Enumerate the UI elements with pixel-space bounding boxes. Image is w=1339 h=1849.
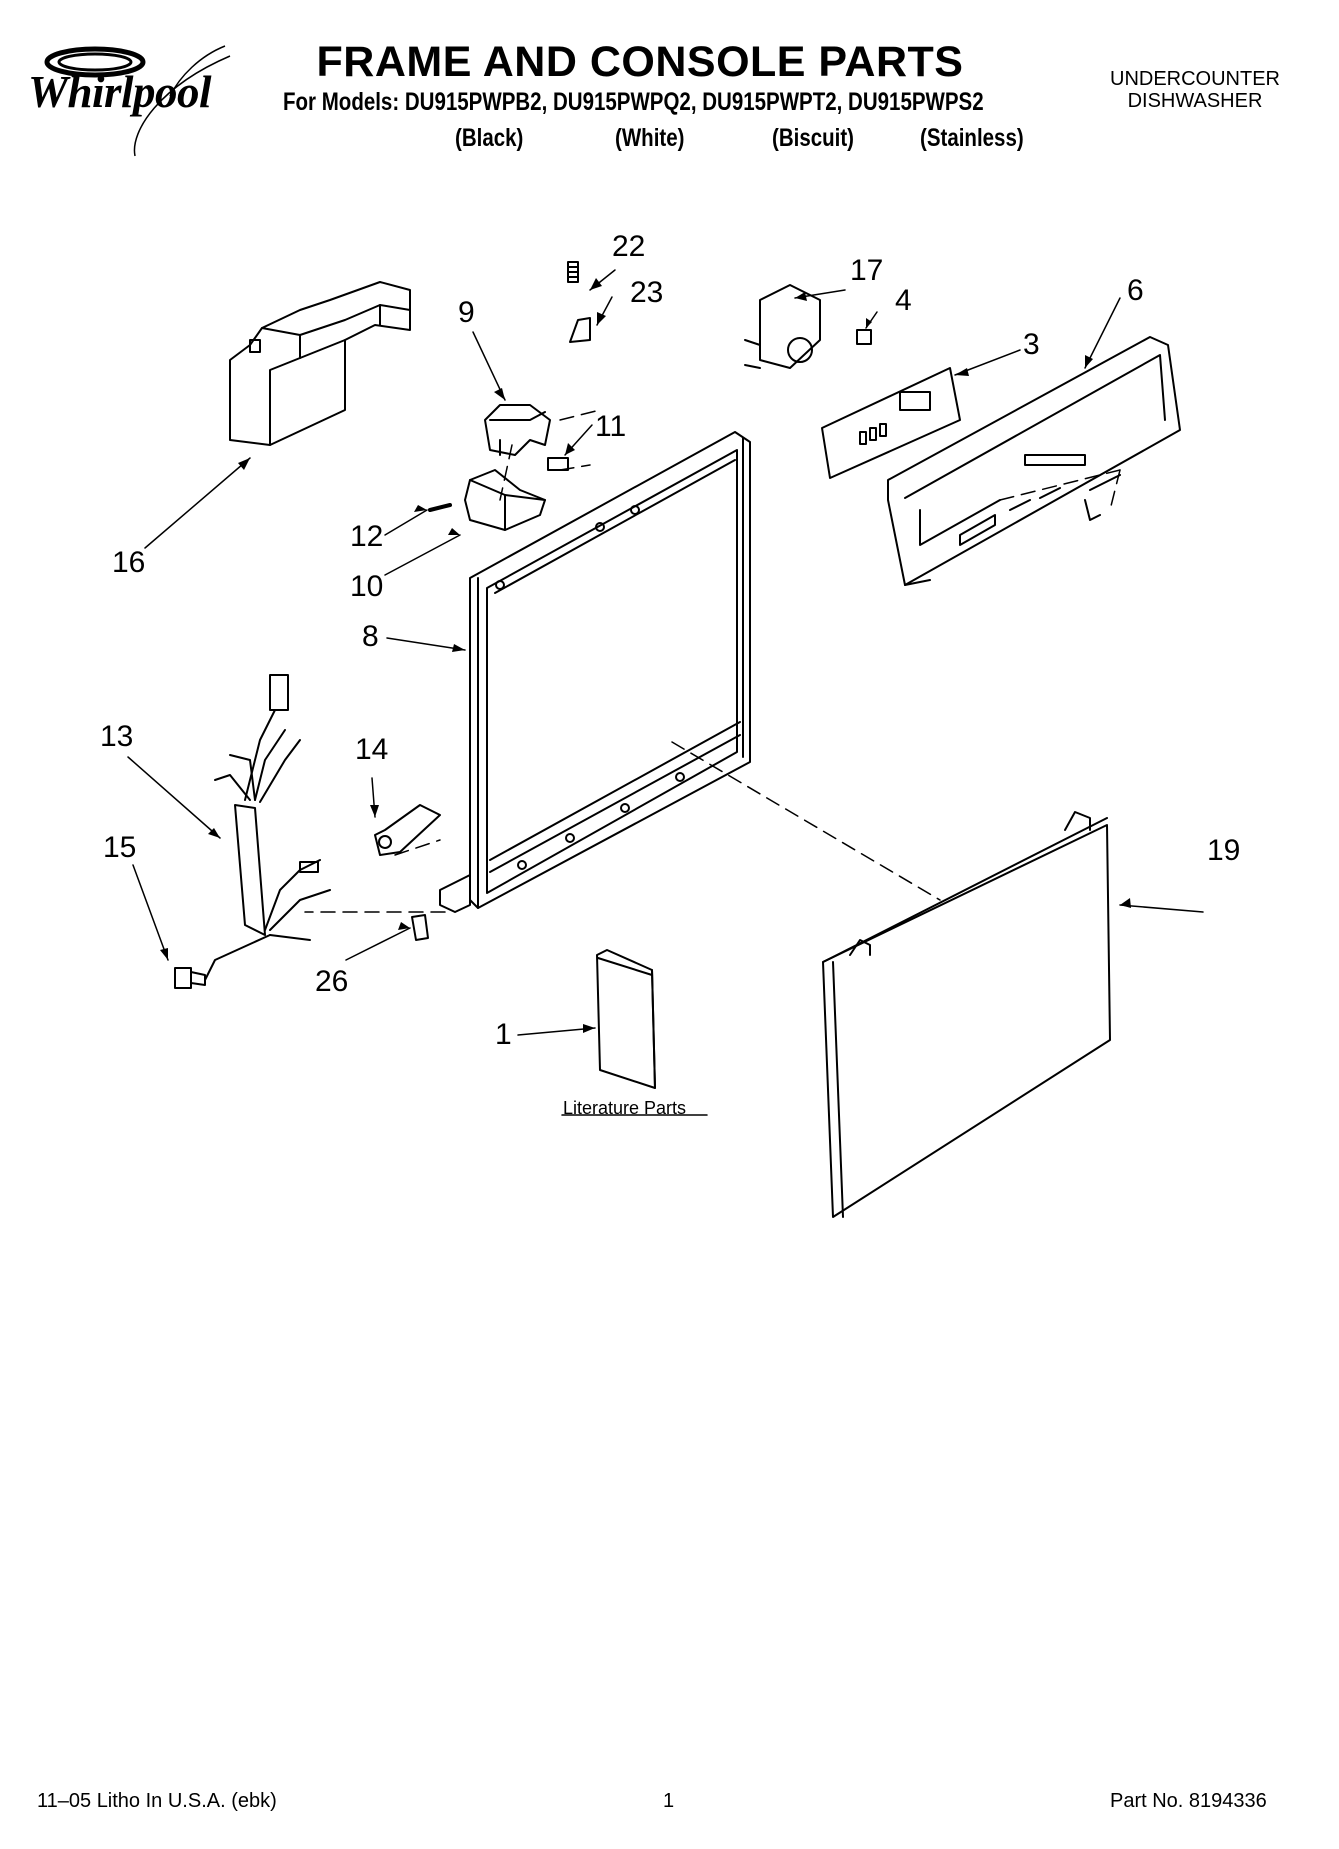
part-4-button <box>856 329 872 345</box>
color-stainless: (Stainless) <box>920 124 1024 152</box>
part-10-holder <box>464 469 546 531</box>
callout-6: 6 <box>1127 274 1144 307</box>
leader-15 <box>132 864 169 961</box>
part-12-pin <box>428 503 452 512</box>
callout-17: 17 <box>850 254 884 287</box>
callout-3: 3 <box>1023 328 1040 361</box>
part-15-screw <box>174 934 271 989</box>
part-23-latch <box>569 317 591 343</box>
model-list: For Models: DU915PWPB2, DU915PWPQ2, DU91… <box>283 88 984 116</box>
callout-4: 4 <box>895 284 912 317</box>
part-19-door-panel <box>822 811 1111 1218</box>
assembly-guide-lines <box>304 409 1121 913</box>
leader-12 <box>384 509 428 536</box>
literature-parts-label: Literature Parts <box>563 1098 687 1118</box>
leader-10 <box>384 534 461 576</box>
callout-9: 9 <box>458 296 475 329</box>
callout-23: 23 <box>630 276 664 309</box>
leader-26 <box>345 927 411 961</box>
leader-13 <box>127 756 221 839</box>
callout-14: 14 <box>355 733 389 766</box>
part-13-wire-harness <box>214 674 331 941</box>
callout-16: 16 <box>112 546 146 579</box>
part-9-bracket <box>484 404 551 456</box>
part-1-literature <box>596 949 656 1089</box>
part-22-spring <box>567 261 579 283</box>
part-17-switch <box>744 284 821 369</box>
part-16-cover <box>229 281 411 446</box>
callout-arrowheads <box>160 278 1131 1033</box>
callout-1: 1 <box>495 1018 512 1051</box>
part-8-frame <box>439 431 751 913</box>
callout-11: 11 <box>595 410 627 443</box>
part-14-connector <box>374 804 441 856</box>
part-number: Part No. 8194336 <box>1110 1790 1267 1812</box>
page-title: FRAME AND CONSOLE PARTS <box>316 38 964 86</box>
whirlpool-logo <box>44 45 231 157</box>
callout-8: 8 <box>362 620 379 653</box>
category-line-2: DISHWASHER <box>1127 90 1263 112</box>
callout-10: 10 <box>350 570 384 603</box>
callout-leaders <box>127 269 1204 1036</box>
callout-26: 26 <box>315 965 349 998</box>
part-6-console-panel <box>887 336 1181 586</box>
color-white: (White) <box>615 124 685 152</box>
callout-12: 12 <box>350 520 384 553</box>
leader-19 <box>1119 904 1204 913</box>
leader-1 <box>517 1027 596 1036</box>
color-biscuit: (Biscuit) <box>772 124 854 152</box>
leader-9 <box>472 331 506 401</box>
page-number: 1 <box>663 1790 675 1812</box>
print-info: 11–05 Litho In U.S.A. (ebk) <box>37 1790 277 1812</box>
part-3-control-board <box>821 367 961 479</box>
part-11-clip <box>547 457 569 471</box>
leader-8 <box>386 637 466 651</box>
part-26-clip <box>411 914 429 941</box>
leader-6 <box>1084 297 1121 369</box>
callout-15: 15 <box>103 831 137 864</box>
color-black: (Black) <box>455 124 524 152</box>
leader-16 <box>144 457 251 549</box>
callout-22: 22 <box>612 230 646 263</box>
brand-name: Whirlpool <box>28 67 212 117</box>
category-line-1: UNDERCOUNTER <box>1110 68 1280 90</box>
callout-13: 13 <box>100 720 134 753</box>
callout-19: 19 <box>1207 834 1241 867</box>
